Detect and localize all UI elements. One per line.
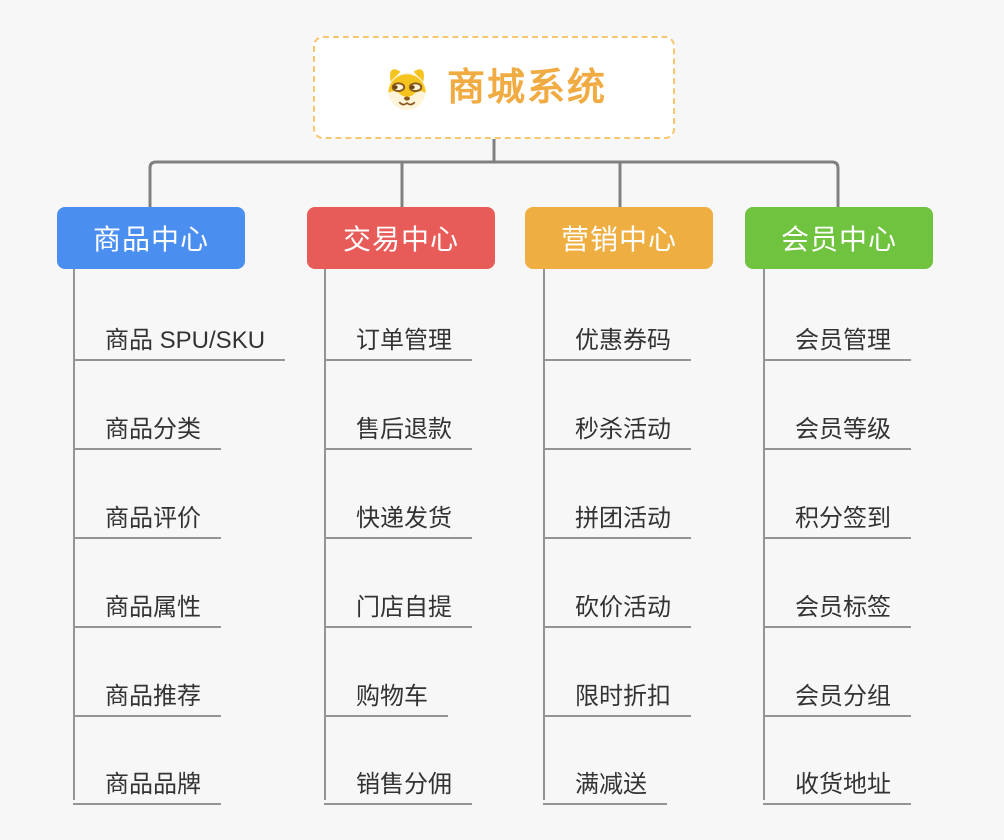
branch-trunk-line — [763, 269, 765, 800]
branch-trunk-line — [543, 269, 545, 800]
root-node[interactable]: 商城系统 — [313, 36, 675, 139]
leaf-node[interactable]: 会员分组 — [763, 675, 911, 717]
leaf-node[interactable]: 商品推荐 — [73, 675, 221, 717]
leaf-node[interactable]: 会员等级 — [763, 408, 911, 450]
leaf-node[interactable]: 商品分类 — [73, 408, 221, 450]
leaf-node[interactable]: 商品品牌 — [73, 763, 221, 805]
leaf-node[interactable]: 收货地址 — [763, 763, 911, 805]
leaf-node[interactable]: 订单管理 — [324, 319, 472, 361]
branch-node-trade-center[interactable]: 交易中心 — [307, 207, 495, 269]
leaf-node[interactable]: 商品 SPU/SKU — [73, 319, 286, 361]
doge-dog-face-icon — [388, 68, 426, 110]
leaf-node[interactable]: 秒杀活动 — [543, 408, 691, 450]
leaf-node[interactable]: 销售分佣 — [324, 763, 472, 805]
leaf-node[interactable]: 限时折扣 — [543, 675, 691, 717]
leaf-node[interactable]: 砍价活动 — [543, 586, 691, 628]
branch-trunk-line — [324, 269, 326, 800]
branch-node-marketing-center[interactable]: 营销中心 — [525, 207, 713, 269]
branch-trunk-line — [73, 269, 75, 800]
branch-node-member-center[interactable]: 会员中心 — [745, 207, 933, 269]
leaf-node[interactable]: 优惠券码 — [543, 319, 691, 361]
leaf-node[interactable]: 快递发货 — [324, 497, 472, 539]
root-title: 商城系统 — [446, 66, 607, 109]
leaf-node[interactable]: 拼团活动 — [543, 497, 691, 539]
leaf-node[interactable]: 购物车 — [324, 675, 448, 717]
leaf-node[interactable]: 商品属性 — [73, 586, 221, 628]
leaf-node[interactable]: 满减送 — [543, 763, 667, 805]
leaf-node[interactable]: 积分签到 — [763, 497, 911, 539]
leaf-node[interactable]: 会员标签 — [763, 586, 911, 628]
leaf-node[interactable]: 门店自提 — [324, 586, 472, 628]
leaf-node[interactable]: 商品评价 — [73, 497, 221, 539]
branch-node-product-center[interactable]: 商品中心 — [57, 207, 245, 269]
leaf-node[interactable]: 会员管理 — [763, 319, 911, 361]
leaf-node[interactable]: 售后退款 — [324, 408, 472, 450]
